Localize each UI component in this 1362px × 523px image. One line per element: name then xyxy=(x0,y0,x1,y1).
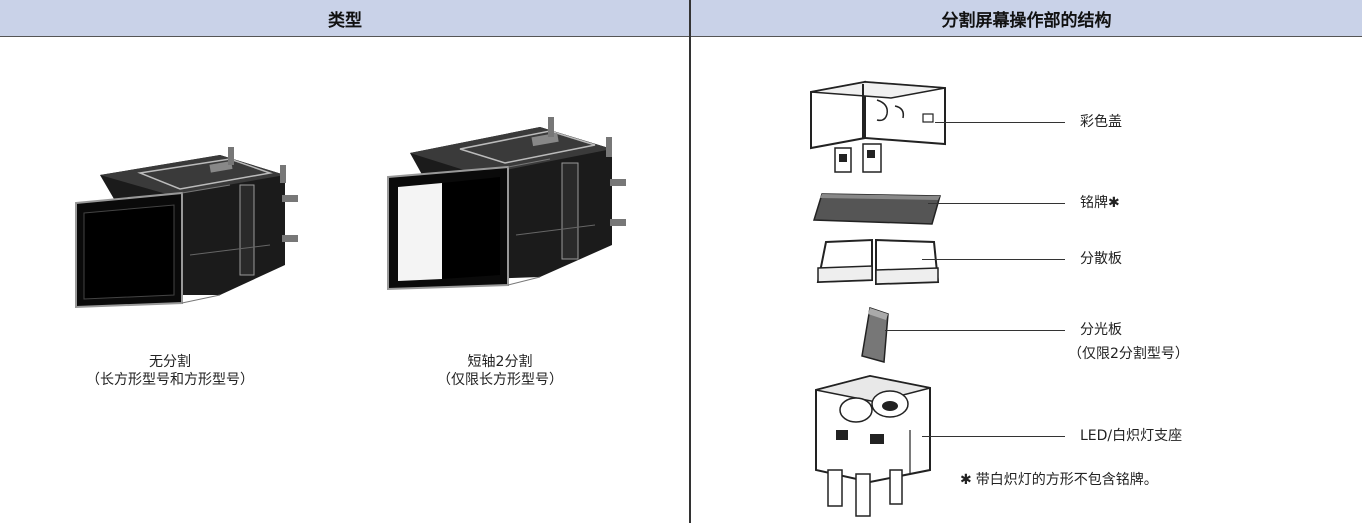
leader-line-lamp-holder xyxy=(922,436,1065,437)
footnote-star: ✱ xyxy=(960,472,972,488)
part-label-name-plate: 铭牌✱ xyxy=(1080,195,1120,211)
type-name: 短轴2分割 xyxy=(467,354,533,370)
part-label-color-cap: 彩色盖 xyxy=(1080,114,1122,130)
part-label-light-separator: 分光板 xyxy=(1080,322,1122,338)
part-label-diffuser: 分散板 xyxy=(1080,251,1122,267)
header-types: 类型 xyxy=(0,0,690,37)
light-separator-illustration xyxy=(861,307,889,363)
leader-line-light-separator xyxy=(885,330,1065,331)
type-caption-2-split: 短轴2分割 （仅限长方形型号） xyxy=(400,353,600,389)
footnote-text: 带白炽灯的方形不包含铭牌。 xyxy=(975,472,1158,488)
type-scope: （长方形型号和方形型号） xyxy=(86,372,254,388)
column-divider xyxy=(689,0,691,523)
color-cap-illustration xyxy=(810,80,946,173)
type-name: 无分割 xyxy=(149,354,191,370)
name-plate-illustration xyxy=(812,193,941,225)
lamp-holder-illustration xyxy=(815,374,931,517)
leader-line-color-cap xyxy=(935,122,1065,123)
part-label-lamp-holder: LED/白炽灯支座 xyxy=(1080,428,1183,444)
type-scope: （仅限长方形型号） xyxy=(437,372,563,388)
diffuser-illustration xyxy=(816,238,940,286)
type-caption-no-split: 无分割 （长方形型号和方形型号） xyxy=(70,353,270,389)
part-sublabel-light-separator: （仅限2分割型号） xyxy=(1068,346,1189,362)
switch-2-split-illustration xyxy=(387,117,626,291)
switch-no-split-illustration xyxy=(75,147,298,309)
footnote: ✱带白炽灯的方形不包含铭牌。 xyxy=(960,469,1158,489)
header-structure: 分割屏幕操作部的结构 xyxy=(691,0,1362,37)
leader-line-diffuser xyxy=(922,259,1065,260)
leader-line-name-plate xyxy=(928,203,1065,204)
